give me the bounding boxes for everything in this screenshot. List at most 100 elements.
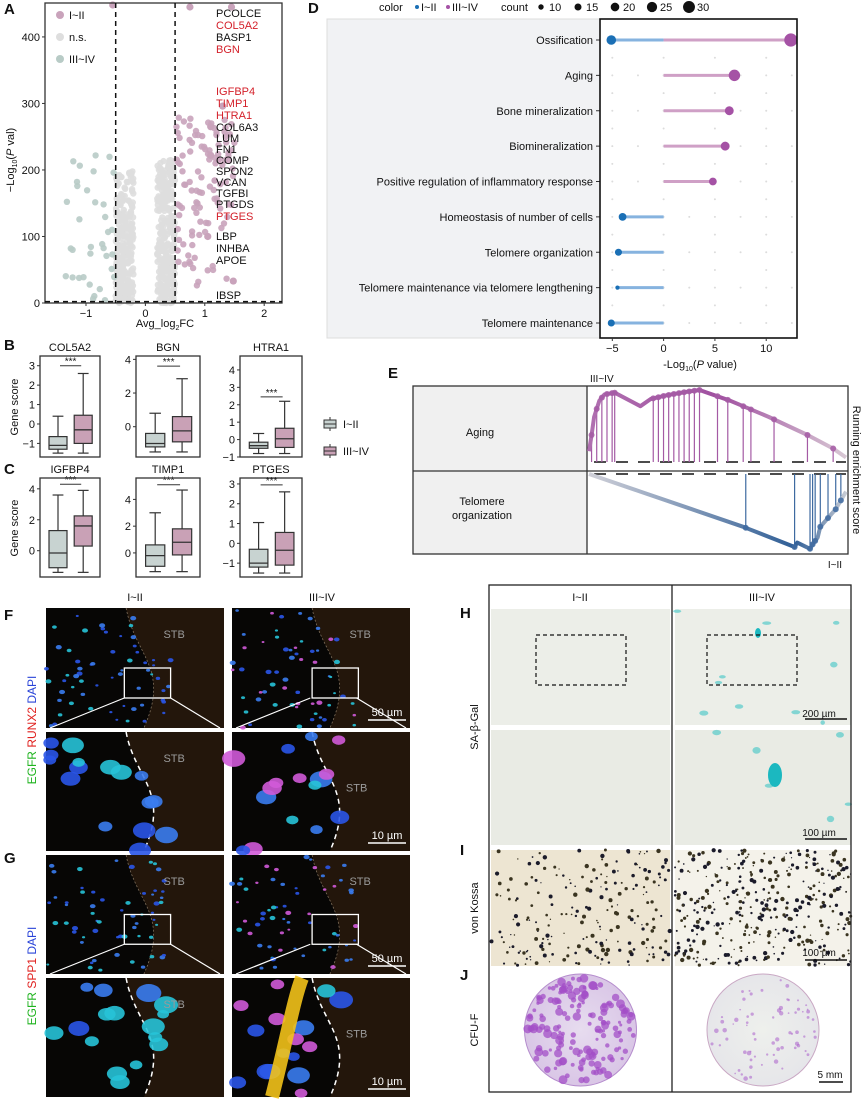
colony <box>568 1046 573 1050</box>
data-point <box>196 231 203 239</box>
data-point <box>113 209 120 216</box>
mineral-deposit <box>767 897 769 900</box>
mineral-deposit <box>784 915 787 919</box>
term-label: Telomere maintenance <box>482 318 593 330</box>
mineral-deposit <box>747 853 750 856</box>
mineral-deposit <box>605 939 608 941</box>
nucleus <box>248 723 253 727</box>
mineral-deposit <box>542 937 545 940</box>
nucleus <box>239 667 245 672</box>
colony <box>790 1032 794 1035</box>
colony <box>540 993 546 1000</box>
data-point <box>220 220 228 227</box>
legend-dot <box>56 11 64 19</box>
box <box>73 515 93 547</box>
nucleus <box>352 723 357 727</box>
mineral-deposit <box>574 885 576 888</box>
colony <box>582 985 587 990</box>
h-col-header-early: I~II <box>572 592 588 604</box>
term-label: Telomere maintenance via telomere length… <box>359 283 593 295</box>
grid-dot <box>662 92 665 95</box>
boxplot-frame <box>39 355 101 458</box>
mineral-deposit <box>752 865 755 867</box>
mineral-deposit <box>755 959 758 962</box>
nucleus <box>160 698 166 702</box>
mineral-deposit <box>773 856 776 859</box>
colony <box>806 1053 810 1057</box>
nucleus <box>68 1020 90 1036</box>
nucleus <box>73 673 80 679</box>
mineral-deposit <box>820 867 824 871</box>
nucleus <box>258 691 263 694</box>
mineral-deposit <box>738 880 742 883</box>
colony <box>749 1050 752 1053</box>
nucleus <box>288 655 295 660</box>
mineral-deposit <box>735 888 738 891</box>
mineral-deposit <box>734 961 739 965</box>
colony <box>796 999 799 1002</box>
mineral-deposit <box>516 922 521 927</box>
nucleus <box>274 635 280 639</box>
lollipop-dot-late <box>784 33 798 47</box>
mineral-deposit <box>540 882 542 884</box>
enrichment-point <box>724 396 731 403</box>
data-point <box>118 228 125 236</box>
mineral-deposit <box>575 962 578 965</box>
data-point <box>194 168 202 175</box>
data-point <box>161 234 169 241</box>
legend-size-dot <box>610 2 620 12</box>
mineral-deposit <box>634 883 638 887</box>
mineral-deposit <box>507 897 511 901</box>
mineral-deposit <box>538 852 541 855</box>
stb-label: STB <box>163 999 184 1011</box>
nucleus <box>278 948 283 952</box>
colony <box>710 1042 714 1046</box>
legend-size-dot <box>538 4 544 10</box>
significance-label: *** <box>65 357 77 368</box>
mineral-deposit <box>682 916 687 920</box>
nucleus <box>317 984 336 998</box>
term-label: Positive regulation of inflammatory resp… <box>377 177 593 189</box>
mineral-deposit <box>632 948 636 951</box>
nucleus <box>153 889 157 892</box>
mineral-deposit <box>624 886 628 891</box>
mineral-deposit <box>702 941 706 946</box>
nucleus <box>66 648 72 653</box>
mineral-deposit <box>514 899 518 902</box>
mineral-deposit <box>816 868 820 873</box>
colony <box>627 1027 633 1032</box>
mineral-deposit <box>536 927 540 932</box>
mineral-deposit <box>738 911 741 913</box>
nucleus <box>43 667 49 671</box>
nucleus <box>229 881 235 886</box>
nucleus <box>141 891 147 895</box>
mineral-deposit <box>659 876 662 879</box>
mineral-deposit <box>737 866 741 870</box>
data-point <box>108 226 116 233</box>
mineral-deposit <box>542 855 548 860</box>
panel-label-g: G <box>4 850 16 867</box>
grid-dot <box>765 304 768 307</box>
data-point <box>120 206 128 214</box>
mineral-deposit <box>744 930 747 932</box>
x-tick-label: 10 <box>760 343 772 355</box>
mineral-deposit <box>830 858 835 863</box>
mineral-deposit <box>703 906 707 910</box>
nucleus <box>132 925 137 930</box>
mineral-deposit <box>831 909 835 913</box>
grid-dot <box>662 56 665 59</box>
panel-label-e: E <box>388 365 398 382</box>
colony <box>612 1025 619 1032</box>
mineral-deposit <box>489 939 494 944</box>
mineral-deposit <box>683 952 685 955</box>
colony <box>532 1008 537 1013</box>
grid-dot <box>765 56 768 59</box>
nucleus <box>161 953 167 957</box>
grid-dot <box>713 233 716 236</box>
term-label-panel <box>326 18 601 339</box>
data-point <box>109 251 116 258</box>
mineral-deposit <box>517 951 521 954</box>
sa-beta-gal-stain <box>832 620 840 625</box>
data-point <box>159 257 167 264</box>
volcano-xlabel: Avg_log2FC <box>136 318 194 332</box>
